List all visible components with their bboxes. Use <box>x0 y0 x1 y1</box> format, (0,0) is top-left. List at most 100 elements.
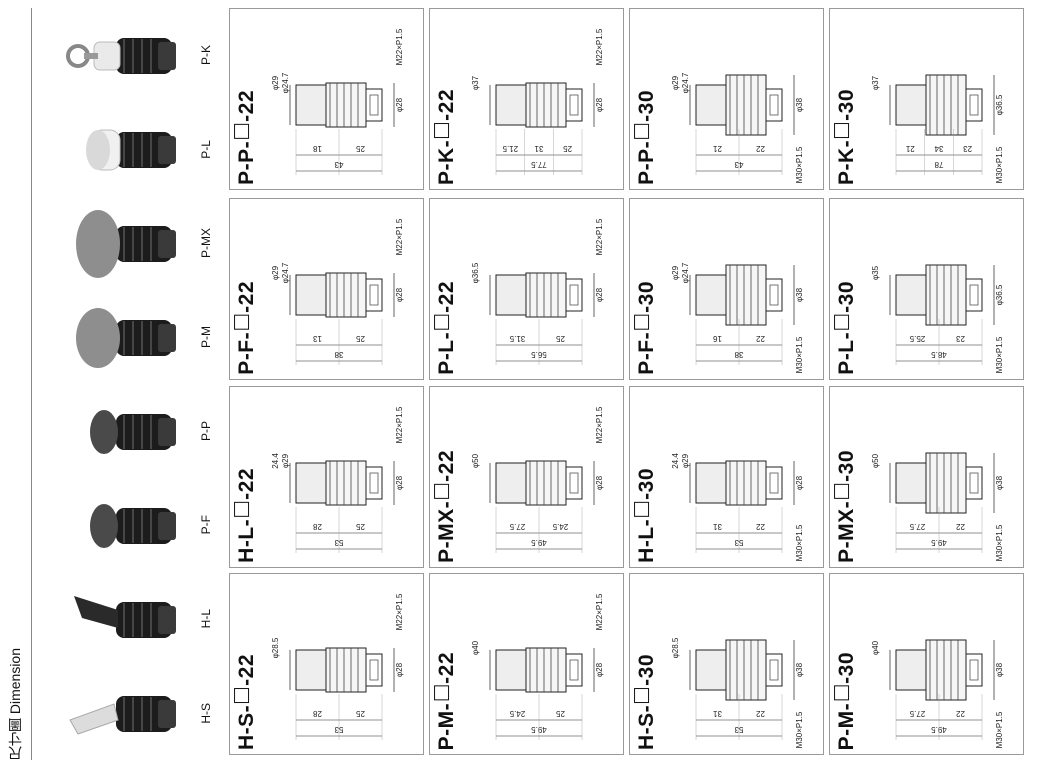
photo-label: H-L <box>196 594 216 644</box>
model-code-text: P-F--22 <box>234 281 259 375</box>
diameter-right: φ38 <box>795 662 804 677</box>
diameter-left: 24.4 <box>271 453 280 469</box>
model-suffix: -22 <box>435 281 459 314</box>
diameter-left: φ40 <box>871 640 880 655</box>
model-code: P-M--30 <box>834 580 860 750</box>
model-code: P-P--22 <box>234 15 260 185</box>
total-length-dimension: 49.5 <box>931 725 947 734</box>
diameter-right: φ38 <box>995 662 1004 677</box>
model-code-text: P-MX--30 <box>834 450 859 563</box>
model-suffix: -22 <box>235 281 259 314</box>
length-dimension: 13 <box>313 334 322 343</box>
length-dimension: 25 <box>563 144 572 153</box>
pushbutton-image <box>76 210 176 278</box>
pushbutton-image <box>74 596 176 638</box>
diameter-right: φ28 <box>595 662 604 677</box>
model-code: P-K--30 <box>834 15 860 185</box>
photo-label: P-P <box>196 406 216 456</box>
model-suffix: -22 <box>435 651 459 684</box>
diameter-left: φ40 <box>471 640 480 655</box>
model-suffix: -22 <box>235 468 259 501</box>
length-dimension: 28 <box>313 522 322 531</box>
model-prefix: P-M- <box>835 702 859 751</box>
diameter-left: φ29 <box>281 453 290 468</box>
thread-spec: M22×P1.5 <box>395 218 404 255</box>
diameter-left: φ29 <box>271 265 280 280</box>
model-placeholder-box <box>834 122 850 138</box>
model-placeholder-box <box>434 685 450 701</box>
product-photo-p-m: P-M <box>36 290 222 384</box>
diameter-left: φ36.5 <box>471 262 480 283</box>
model-prefix: P-MX- <box>435 501 459 563</box>
model-code-text: P-P--22 <box>234 90 259 185</box>
model-code: P-L--22 <box>434 205 460 375</box>
model-code-text: P-K--30 <box>834 89 859 185</box>
thread-spec: M22×P1.5 <box>595 28 604 65</box>
thread-spec: M30×P1.5 <box>795 336 804 373</box>
length-dimension: 27.5 <box>909 522 925 531</box>
total-length-dimension: 56.5 <box>531 350 547 359</box>
length-dimension: 22 <box>756 709 765 718</box>
photo-label: P-MX <box>196 218 216 268</box>
thread-spec: M30×P1.5 <box>795 146 804 183</box>
photo-label-text: H-S <box>199 702 213 724</box>
photo-label-text: P-K <box>199 44 213 65</box>
model-placeholder-box <box>434 122 450 138</box>
diameter-right: φ28 <box>595 475 604 490</box>
model-suffix: -22 <box>235 90 259 122</box>
diameter-right: φ28 <box>395 475 404 490</box>
diameter-left: φ24.7 <box>281 72 290 93</box>
length-dimension: 25 <box>356 334 365 343</box>
total-length-dimension: 53 <box>334 538 343 547</box>
model-code: P-F--22 <box>234 205 260 375</box>
length-dimension: 28 <box>313 709 322 718</box>
model-code-text: P-K--22 <box>434 89 459 185</box>
total-length-dimension: 38 <box>734 350 743 359</box>
thread-spec: M30×P1.5 <box>795 711 804 748</box>
total-length-dimension: 53 <box>734 538 743 547</box>
model-code: H-S--30 <box>634 580 660 750</box>
diameter-left: φ35 <box>871 265 880 280</box>
model-code-text: P-L--22 <box>434 281 459 375</box>
diameter-right: φ28 <box>395 97 404 112</box>
model-prefix: H-S- <box>635 704 659 750</box>
total-length-dimension: 49.5 <box>531 538 547 547</box>
model-code-text: P-L--30 <box>834 281 859 375</box>
model-code-text: H-S- -22 <box>234 654 259 750</box>
length-dimension: 27.5 <box>909 709 925 718</box>
model-code: P-MX--22 <box>434 393 460 563</box>
diameter-left: φ29 <box>681 453 690 468</box>
diameter-left: φ24.7 <box>281 262 290 283</box>
model-placeholder-box <box>634 315 650 331</box>
left-divider <box>31 8 32 760</box>
model-prefix: P-K- <box>835 139 859 185</box>
length-dimension: 22 <box>756 522 765 531</box>
total-length-dimension: 49.5 <box>531 725 547 734</box>
total-length-dimension: 43 <box>334 160 343 169</box>
model-prefix: P-M- <box>435 702 459 751</box>
length-dimension: 23 <box>963 144 972 153</box>
model-suffix: -22 <box>235 653 259 686</box>
model-code-text: P-P--30 <box>634 90 659 185</box>
thread-spec: M22×P1.5 <box>395 28 404 65</box>
length-dimension: 25.5 <box>909 334 925 343</box>
model-prefix: H-S- <box>235 704 259 750</box>
model-code-text: H-L--30 <box>634 468 659 563</box>
photo-label-text: P-L <box>199 139 213 159</box>
